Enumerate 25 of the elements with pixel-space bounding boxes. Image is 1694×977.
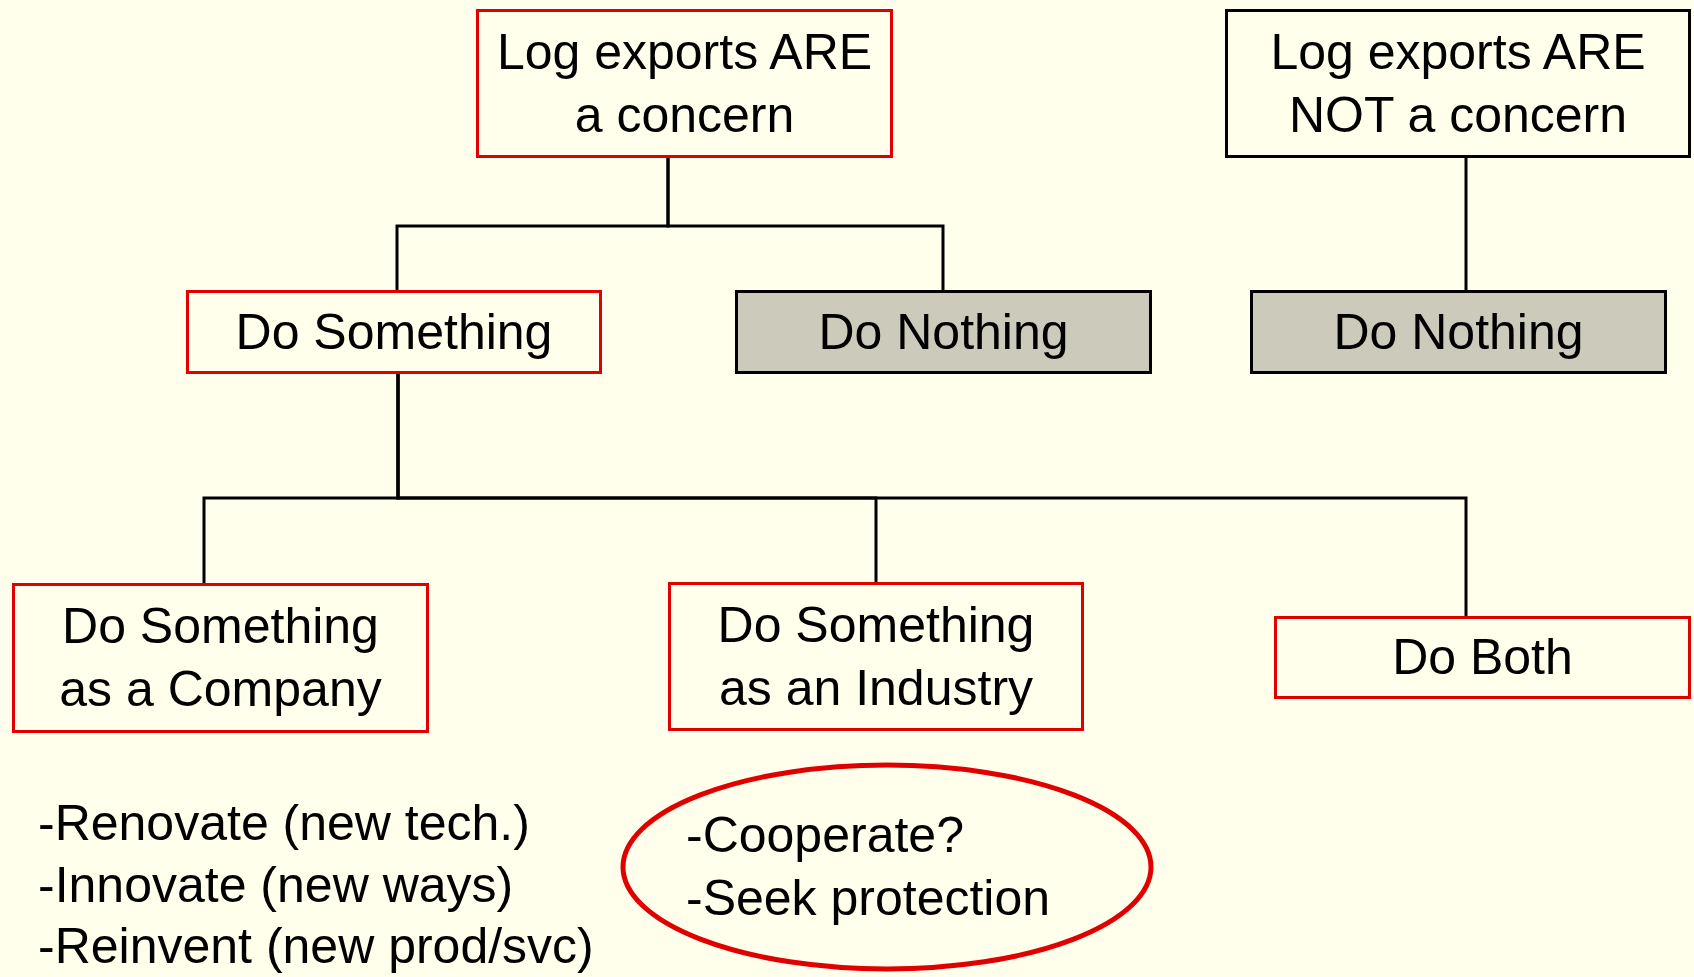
node-text: Log exports ARE NOT a concern [1269, 22, 1647, 145]
option-box [1274, 616, 1691, 699]
list-item-text: -Renovate (new tech.) [38, 795, 530, 851]
connector-line [396, 374, 1468, 616]
node-text: Do Both [1392, 628, 1573, 687]
condition-box [476, 9, 893, 158]
option-box [735, 290, 1152, 374]
connector-line [1464, 158, 1468, 290]
node-text: Log exports ARE a concern [495, 22, 874, 145]
connector-line [666, 158, 945, 290]
list-item-text: -Innovate (new ways) [38, 857, 514, 913]
option-box [668, 582, 1084, 731]
node-text: Do Nothing [818, 302, 1069, 362]
option-box [1250, 290, 1667, 374]
node-text: -Seek protection [686, 869, 1051, 928]
node-text: Do Something as a Company [58, 597, 383, 719]
node-text: -Cooperate? [686, 806, 964, 865]
node-text: Do Nothing [1333, 302, 1584, 362]
node-text: Do Something as an Industry [716, 595, 1036, 718]
option-box [12, 583, 429, 733]
condition-box [1225, 9, 1691, 158]
option-box [186, 290, 602, 374]
highlight-ellipse [620, 762, 1154, 972]
list-item-text: -Reinvent (new prod/svc) [38, 918, 594, 974]
node-text: Do Something [235, 302, 553, 362]
